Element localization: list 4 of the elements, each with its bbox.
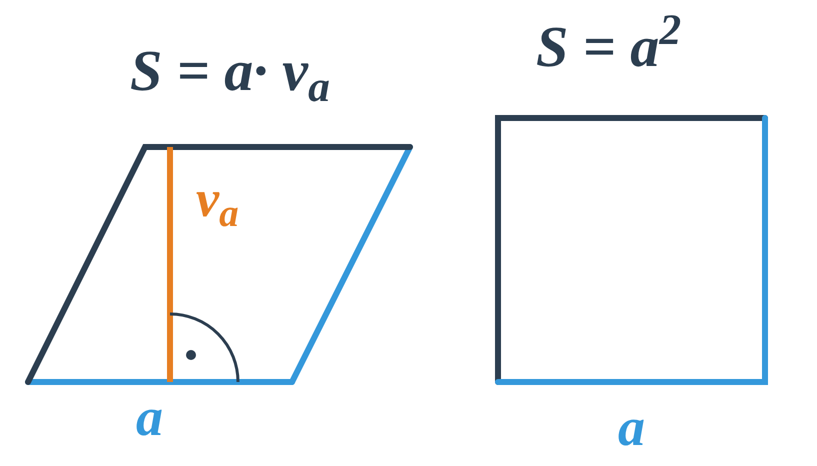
- side-label: a: [136, 390, 163, 444]
- area-formula: S = a· v$_{a}$: [130, 42, 330, 100]
- side-label: a: [618, 400, 645, 454]
- height-label: v$_{a}$: [196, 174, 239, 226]
